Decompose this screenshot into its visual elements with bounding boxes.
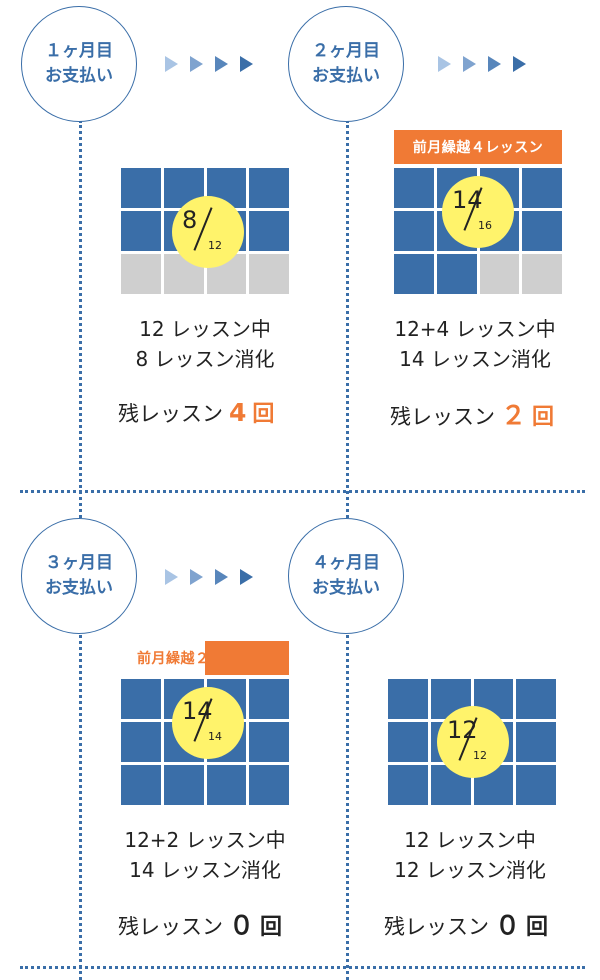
month-2-label: ２ヶ月目: [312, 41, 380, 61]
lesson-cell-unused: [249, 254, 289, 294]
arrow-right-icon: [215, 569, 228, 585]
lesson-cell: [394, 168, 434, 208]
lesson-cell: [388, 722, 428, 762]
lesson-cell: [516, 765, 556, 805]
remaining-unit: 回: [526, 915, 549, 940]
lesson-cell: [121, 765, 161, 805]
lesson-cell: [394, 211, 434, 251]
remaining-count: 4: [229, 398, 247, 427]
month-1-payment: お支払い: [45, 66, 113, 86]
month-3-label: ３ヶ月目: [45, 553, 113, 573]
month-1-label: １ヶ月目: [45, 41, 113, 61]
lesson-info-month-1: 12 レッスン中 8 レッスン消化: [95, 314, 315, 374]
lesson-info-month-3: 12+2 レッスン中 14 レッスン消化: [95, 825, 315, 885]
month-2-payment: お支払い: [312, 66, 380, 86]
remaining-label: 残レッスン: [384, 915, 489, 939]
lesson-cell: [121, 679, 161, 719]
usage-badge-month-2: 14 16: [442, 176, 514, 248]
month-3-circle: ３ヶ月目 お支払い: [21, 518, 137, 634]
remaining-count: ０: [229, 911, 255, 940]
badge-total: 14: [208, 730, 222, 743]
lesson-cell: [249, 765, 289, 805]
arrow-right-icon: [438, 56, 451, 72]
lessons-total-text: 12 レッスン中: [139, 317, 271, 341]
arrow-group-2: [438, 56, 526, 72]
divider-horizontal-bottom: [20, 966, 585, 969]
lesson-cell: [249, 168, 289, 208]
remaining-unit: 回: [252, 402, 275, 427]
lesson-cell-unused: [479, 254, 520, 294]
remaining-label: 残レッスン: [390, 405, 495, 429]
arrow-right-icon: [240, 569, 253, 585]
lesson-cell: [121, 211, 161, 251]
lessons-used-text: 14 レッスン消化: [129, 858, 281, 882]
lesson-info-month-2: 12+4 レッスン中 14 レッスン消化: [365, 314, 585, 374]
lesson-cell: [249, 211, 289, 251]
arrow-group-3: [165, 569, 253, 585]
arrow-right-icon: [463, 56, 476, 72]
lesson-cell: [522, 211, 562, 251]
remaining-unit: 回: [532, 405, 555, 430]
lesson-cell: [436, 254, 477, 294]
lesson-cell-unused: [522, 254, 562, 294]
arrow-right-icon: [215, 56, 228, 72]
lessons-used-text: 8 レッスン消化: [135, 347, 275, 371]
lesson-cell: [516, 679, 556, 719]
lessons-used-text: 14 レッスン消化: [399, 347, 551, 371]
lesson-cell: [516, 722, 556, 762]
lesson-cell: [206, 765, 247, 805]
lesson-cell-unused: [121, 254, 161, 294]
remaining-label: 残レッスン: [118, 915, 223, 939]
lessons-total-text: 12+4 レッスン中: [394, 317, 556, 341]
carryover-banner-month-2: 前月繰越４レッスン: [394, 130, 562, 164]
month-3-payment: お支払い: [45, 578, 113, 598]
arrow-right-icon: [190, 56, 203, 72]
lesson-info-month-4: 12 レッスン中 12 レッスン消化: [360, 825, 580, 885]
lesson-cell: [121, 168, 161, 208]
lesson-cell: [388, 765, 428, 805]
lesson-cell: [163, 765, 204, 805]
badge-total: 12: [473, 749, 487, 762]
lesson-cell: [388, 679, 428, 719]
lesson-cell: [121, 722, 161, 762]
remaining-label: 残レッスン: [118, 402, 223, 426]
lessons-total-text: 12 レッスン中: [404, 828, 536, 852]
lesson-cell: [249, 722, 289, 762]
usage-badge-month-4: 12 12: [437, 706, 509, 778]
month-4-circle: ４ヶ月目 お支払い: [288, 518, 404, 634]
arrow-right-icon: [190, 569, 203, 585]
month-4-label: ４ヶ月目: [312, 553, 380, 573]
arrow-right-icon: [240, 56, 253, 72]
month-4-payment: お支払い: [312, 578, 380, 598]
usage-badge-month-1: 8 12: [172, 196, 244, 268]
arrow-group-1: [165, 56, 253, 72]
arrow-right-icon: [513, 56, 526, 72]
arrow-right-icon: [165, 56, 178, 72]
arrow-right-icon: [488, 56, 501, 72]
arrow-right-icon: [165, 569, 178, 585]
usage-badge-month-3: 14 14: [172, 687, 244, 759]
remaining-count: ２: [501, 401, 527, 430]
badge-used: 8: [182, 206, 198, 234]
badge-total: 12: [208, 239, 222, 252]
remaining-count: ０: [495, 911, 521, 940]
remaining-unit: 回: [260, 915, 283, 940]
lessons-used-text: 12 レッスン消化: [394, 858, 546, 882]
lesson-cell: [249, 679, 289, 719]
month-1-circle: １ヶ月目 お支払い: [21, 6, 137, 122]
lesson-cell: [522, 168, 562, 208]
carryover-highlight-month-3: [205, 641, 289, 675]
lessons-total-text: 12+2 レッスン中: [124, 828, 286, 852]
month-2-circle: ２ヶ月目 お支払い: [288, 6, 404, 122]
lesson-cell: [394, 254, 434, 294]
badge-total: 16: [478, 219, 492, 232]
divider-horizontal-top: [20, 490, 585, 493]
